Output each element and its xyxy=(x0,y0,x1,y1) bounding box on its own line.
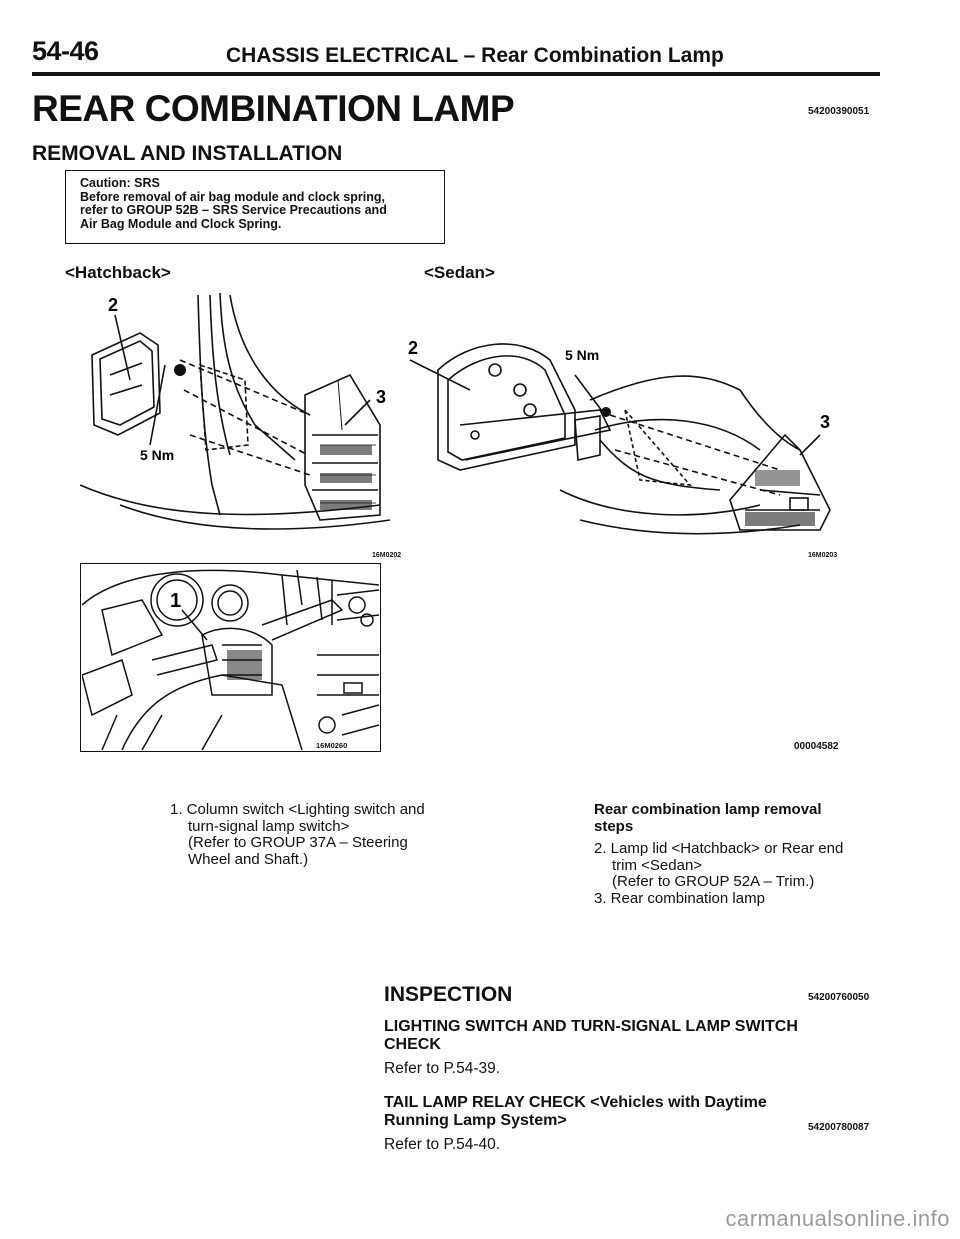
watermark-link[interactable]: carmanualsonline.info xyxy=(725,1206,950,1231)
torque-label: 5 Nm xyxy=(140,447,174,463)
list-line: turn-signal lamp switch> xyxy=(188,817,350,835)
page-number: 54-46 xyxy=(32,36,99,66)
removal-steps-heading: Rear combination lamp removal xyxy=(594,801,822,818)
caution-line: refer to GROUP 52B – SRS Service Precaut… xyxy=(80,203,387,217)
list-line: trim <Sedan> xyxy=(612,856,703,874)
sedan-lamp-illustration: 2 5 Nm 3 xyxy=(408,338,831,535)
list-line: (Refer to GROUP 52A – Trim.) xyxy=(612,873,815,890)
list-line: 3. Rear combination lamp xyxy=(594,889,765,907)
inspection-title: INSPECTION xyxy=(384,983,513,1006)
header-rule xyxy=(32,72,880,76)
header-section-title: CHASSIS ELECTRICAL – Rear Combination La… xyxy=(226,44,724,67)
caution-line: Caution: SRS xyxy=(80,176,160,190)
callout-3: 3 xyxy=(376,387,386,407)
heading-line: CHECK xyxy=(384,1036,441,1053)
relay-check-code: 54200780087 xyxy=(808,1122,870,1133)
page-title: REAR COMBINATION LAMP xyxy=(32,88,515,129)
figure-code: 16M0202 xyxy=(372,552,402,559)
figure-group-code: 00004582 xyxy=(794,741,839,752)
caution-line: Air Bag Module and Clock Spring. xyxy=(80,216,282,231)
hatchback-label: <Hatchback> xyxy=(65,263,171,282)
list-line: Wheel and Shaft.) xyxy=(188,850,309,868)
heading-line: LIGHTING SWITCH AND TURN-SIGNAL LAMP SWI… xyxy=(384,1018,798,1035)
list-line: 1. Column switch <Lighting switch and xyxy=(170,801,425,818)
callout-2: 2 xyxy=(408,338,418,358)
dashboard-figure-frame xyxy=(80,563,381,752)
torque-label: 5 Nm xyxy=(565,347,599,363)
sedan-label: <Sedan> xyxy=(424,263,495,282)
list-line: 2. Lamp lid <Hatchback> or Rear end xyxy=(594,840,844,857)
caution-line: Before removal of air bag module and clo… xyxy=(80,189,385,204)
removal-steps-heading: steps xyxy=(594,817,634,835)
callout-1: 1 xyxy=(170,590,181,612)
figure-code: 16M0203 xyxy=(808,552,838,559)
relay-check-heading: TAIL LAMP RELAY CHECK <Vehicles with Day… xyxy=(384,1094,767,1130)
heading-line: TAIL LAMP RELAY CHECK <Vehicles with Day… xyxy=(384,1094,767,1111)
hatchback-lamp-illustration: 2 3 5 Nm xyxy=(80,292,391,530)
relay-check-reference: Refer to P.54-40. xyxy=(384,1136,501,1153)
section-subtitle: REMOVAL AND INSTALLATION xyxy=(32,142,343,165)
heading-line: Running Lamp System> xyxy=(384,1112,567,1129)
caution-box: Caution: SRS Before removal of air bag m… xyxy=(65,170,445,244)
inspection-code: 54200760050 xyxy=(808,992,870,1003)
left-parts-list: 1. Column switch <Lighting switch and tu… xyxy=(170,801,460,868)
figure-code: 16M0260 xyxy=(316,741,348,750)
title-code: 54200390051 xyxy=(808,106,870,117)
column-switch-illustration: 1 xyxy=(82,569,379,750)
callout-2: 2 xyxy=(108,295,118,315)
callout-3: 3 xyxy=(820,412,830,432)
right-parts-list: Rear combination lamp removal steps 2. L… xyxy=(594,801,884,907)
list-line: (Refer to GROUP 37A – Steering xyxy=(188,834,408,851)
lighting-check-reference: Refer to P.54-39. xyxy=(384,1060,501,1077)
lighting-check-heading: LIGHTING SWITCH AND TURN-SIGNAL LAMP SWI… xyxy=(384,1018,798,1054)
